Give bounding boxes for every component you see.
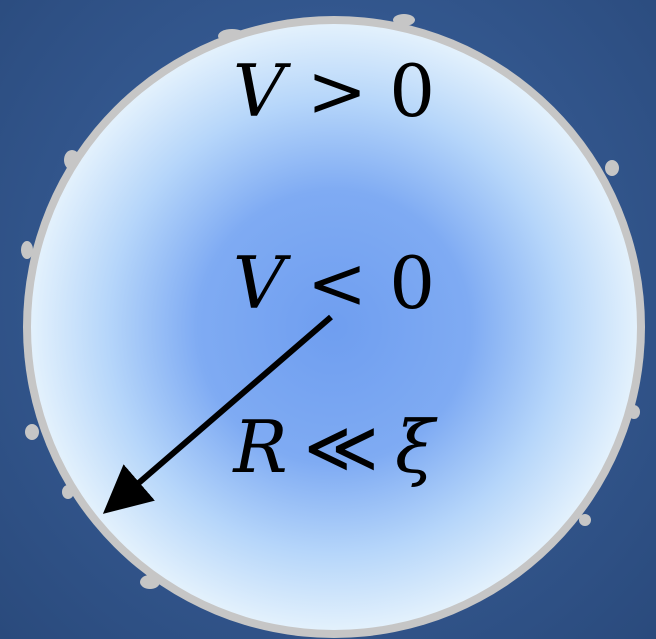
- radius-relation: ≪: [304, 405, 379, 489]
- radius-arrow: [102, 314, 333, 514]
- inner-relation: <: [307, 241, 367, 325]
- bubble-interior: [31, 24, 637, 630]
- radius-variable: R: [231, 405, 287, 489]
- radius-label: R≪ξ: [231, 405, 438, 489]
- outer-relation: >: [307, 49, 367, 133]
- outer-value: 0: [389, 49, 435, 133]
- wall-bumps: [21, 14, 640, 589]
- inner-value: 0: [389, 241, 435, 325]
- outer-region-label: V>0: [233, 49, 435, 133]
- inner-variable: V: [233, 241, 292, 325]
- inner-region-label: V<0: [233, 241, 435, 325]
- correlation-length-symbol: ξ: [395, 405, 438, 489]
- outer-variable: V: [233, 49, 292, 133]
